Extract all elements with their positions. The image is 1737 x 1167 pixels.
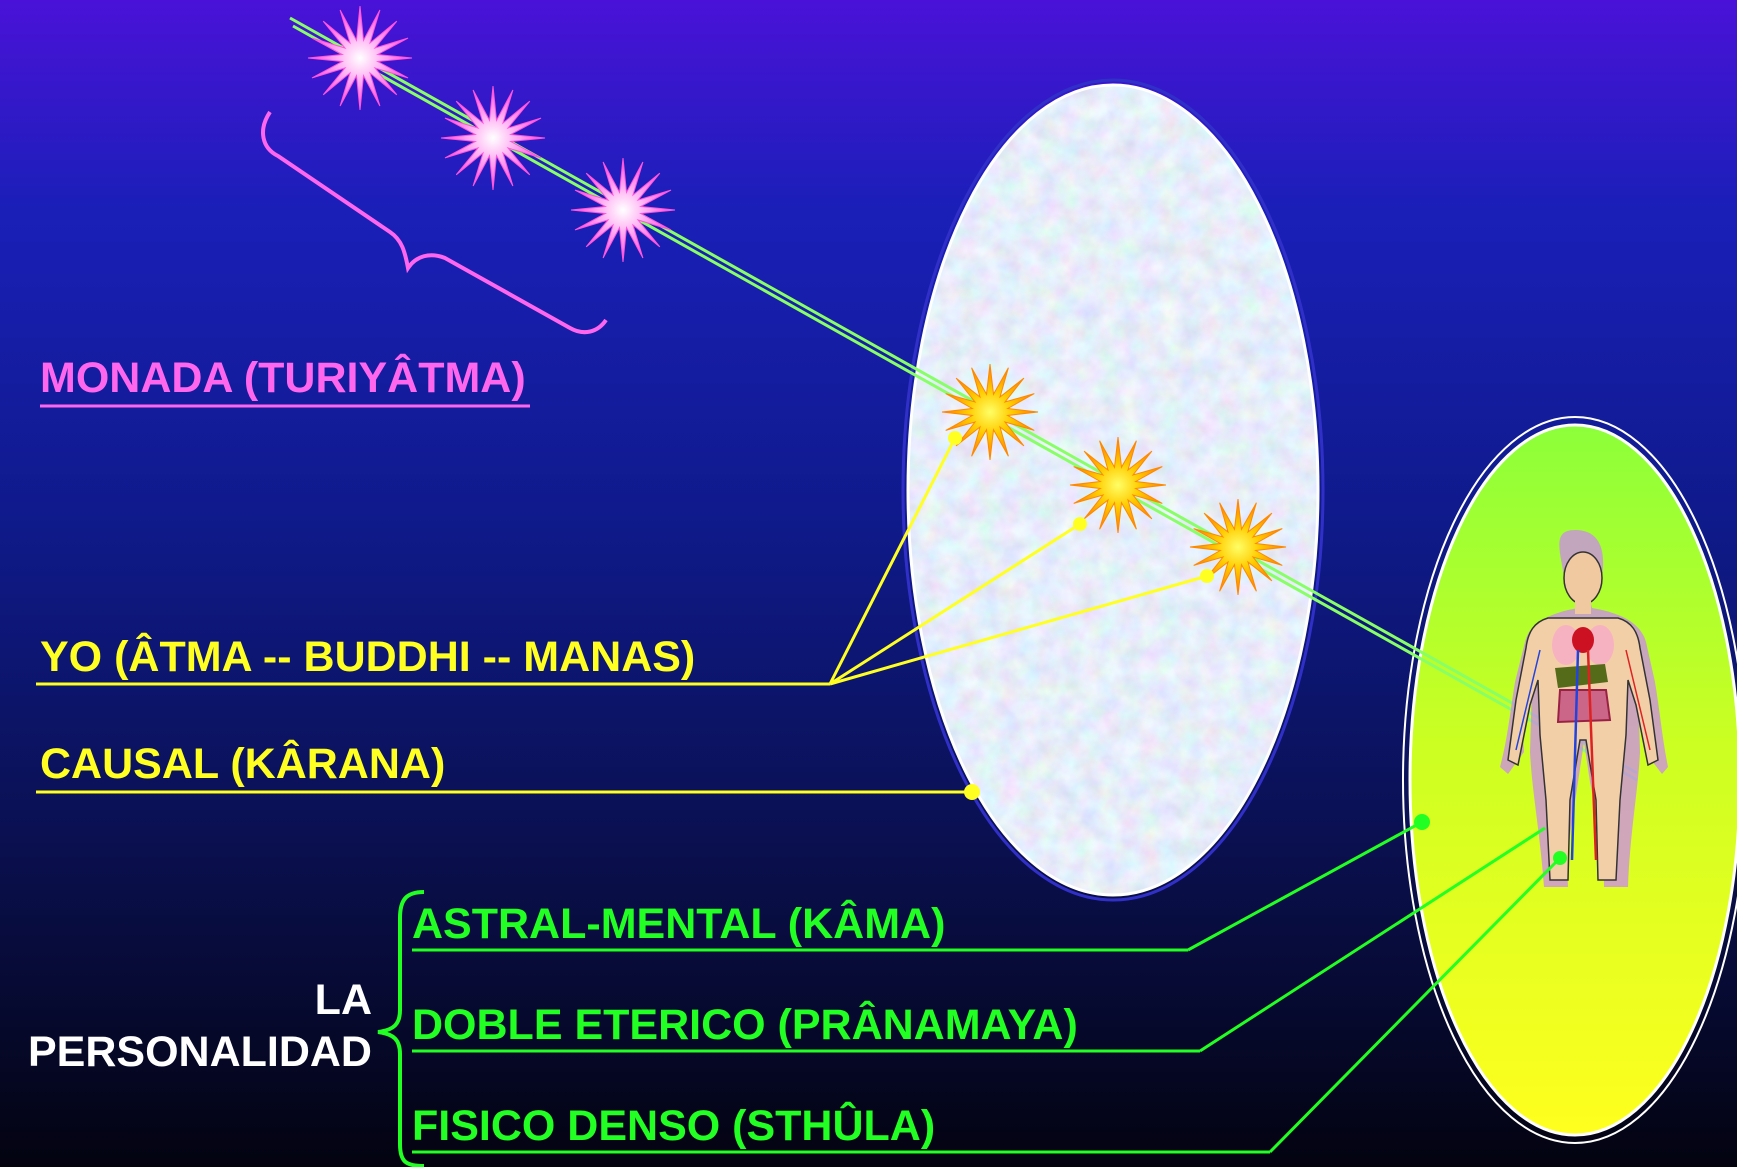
label-yo: YO (ÂTMA -- BUDDHI -- MANAS) <box>40 632 695 681</box>
label-la: LA <box>315 976 372 1024</box>
monad-brace <box>263 112 606 332</box>
label-causal: CAUSAL (KÂRANA) <box>40 739 445 788</box>
label-doble: DOBLE ETERICO (PRÂNAMAYA) <box>412 1000 1078 1049</box>
label-personalidad: PERSONALIDAD <box>28 1028 372 1076</box>
orange-star-icon <box>942 364 1038 460</box>
pink-star-icon <box>308 6 412 110</box>
label-fisico: FISICO DENSO (STHÛLA) <box>412 1101 935 1150</box>
label-astral: ASTRAL-MENTAL (KÂMA) <box>412 899 945 948</box>
label-monada: MONADA (TURIYÂTMA) <box>40 353 526 402</box>
pink-star-icon <box>571 158 675 262</box>
pink-star-icon <box>441 86 545 190</box>
